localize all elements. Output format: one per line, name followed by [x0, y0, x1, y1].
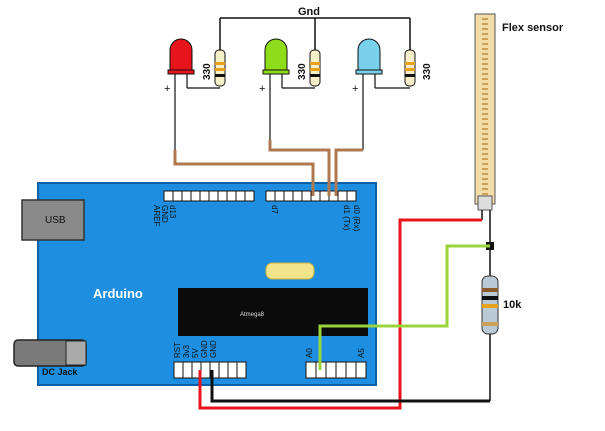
wire-5v	[198, 218, 482, 410]
pin-label-d1: d1 (Tx)	[342, 205, 351, 231]
blue-resistor-value: 330	[422, 63, 433, 80]
header-bottom-right	[305, 361, 367, 379]
pin-label-gnd2: GND	[209, 340, 218, 358]
pin-label-d7: d7	[270, 205, 279, 214]
green-led-plus: +	[259, 83, 265, 95]
arduino-label: Arduino	[93, 286, 143, 301]
resistor-10k	[481, 275, 499, 335]
blue-led-resistor	[404, 49, 416, 87]
blue-led-plus: +	[352, 83, 358, 95]
wire-gnd	[210, 370, 490, 403]
usb-label: USB	[45, 215, 66, 226]
flex-sensor-label: Flex sensor	[502, 22, 564, 34]
green-resistor-value: 330	[297, 63, 308, 80]
crystal	[265, 262, 315, 280]
header-bottom-left	[173, 361, 247, 379]
dc-jack-label: DC Jack	[42, 367, 79, 377]
red-led-plus: +	[164, 83, 170, 95]
pin-label-gnd-top: GND	[160, 205, 169, 223]
usb-connector	[21, 199, 85, 241]
pin-label-d0: d0 (Rx)	[352, 205, 361, 232]
blue-led	[355, 38, 410, 100]
gnd-label: Gnd	[298, 6, 320, 18]
led-wires	[173, 140, 363, 196]
green-led-resistor	[309, 49, 321, 87]
pin-label-3v3: 3v3	[182, 345, 191, 358]
flex-sensor	[474, 13, 496, 211]
green-led	[262, 38, 315, 100]
red-led	[167, 38, 220, 100]
chip-label: Atmega8	[240, 312, 265, 318]
pin-label-5v: 5V	[191, 348, 200, 358]
dc-jack-front	[65, 340, 87, 366]
wire-signal-a0	[318, 244, 490, 370]
red-resistor-value: 330	[202, 63, 213, 80]
header-top-left	[163, 190, 255, 202]
pin-label-gnd1: GND	[200, 340, 209, 358]
pin-label-aref: AREF	[152, 205, 161, 226]
resistor-10k-label: 10k	[503, 299, 522, 311]
header-top-right	[265, 190, 357, 202]
pin-label-d13: d13	[168, 205, 177, 219]
pin-label-a5: A5	[357, 348, 366, 358]
atmega-chip	[178, 288, 368, 336]
red-led-resistor	[214, 49, 226, 87]
pin-label-a0: A0	[305, 348, 314, 358]
pin-label-rst: RST	[173, 342, 182, 358]
